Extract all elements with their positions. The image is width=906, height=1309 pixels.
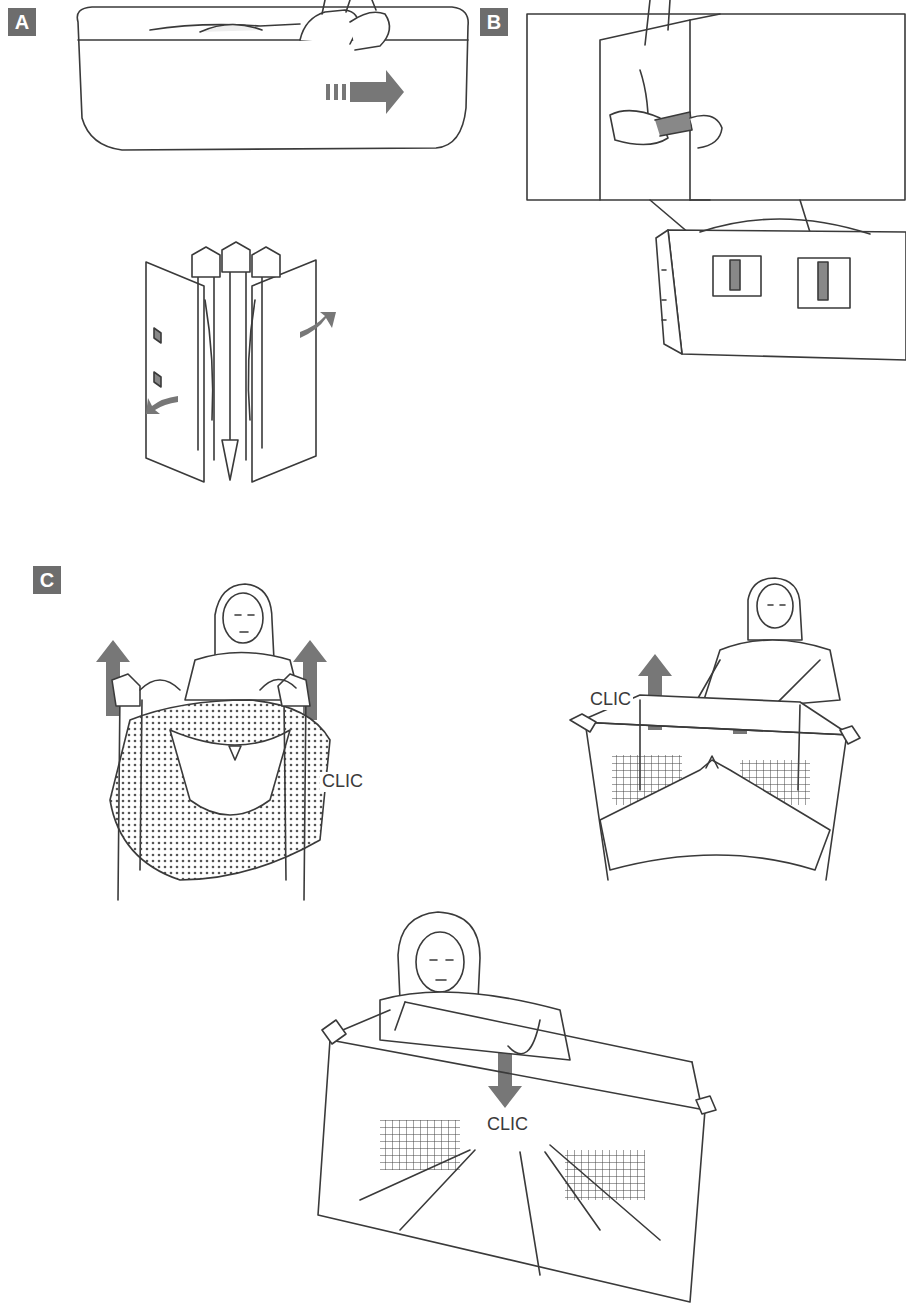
step-letter: B	[487, 12, 501, 32]
step-badge: B	[480, 8, 508, 36]
click-label: CLIC	[320, 772, 365, 792]
step-letter: C	[40, 570, 54, 590]
step-badge: C	[33, 566, 61, 594]
step-badge: A	[8, 8, 36, 36]
step-letter: A	[15, 12, 29, 32]
click-label: CLIC	[588, 690, 633, 710]
click-label: CLIC	[485, 1115, 530, 1135]
